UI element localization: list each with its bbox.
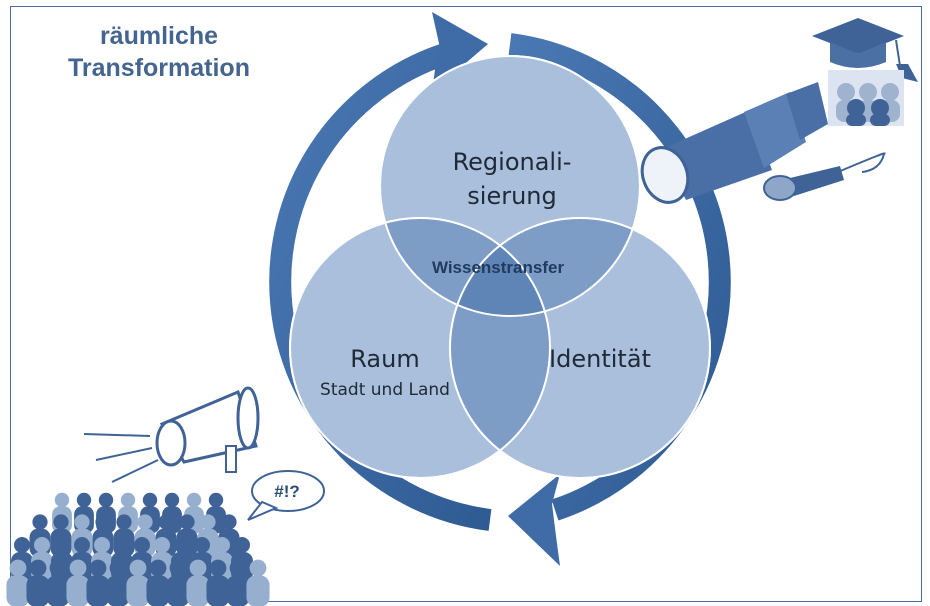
person-head [169,559,187,577]
person-body [186,575,210,606]
person-head [116,514,132,530]
person-head [137,514,153,530]
person-head [194,537,210,553]
label-raum: Raum [350,345,420,373]
person-body [246,575,270,606]
person-head [142,492,158,508]
person-head [120,492,136,508]
label-regionalisierung-line-2: sierung [467,182,557,210]
person-head [129,559,147,577]
diagram-title: räumliche Transformation [44,20,274,84]
telescope-icon [640,82,828,204]
audience-icon [828,70,904,126]
person-head [32,514,48,530]
label-regionalisierung-line-1: Regionali- [452,148,572,176]
person-head [98,492,114,508]
title-line-2: Transformation [68,54,250,82]
person-head [174,537,190,553]
person-body [126,575,150,606]
person-head [209,559,227,577]
person-body [146,575,170,606]
overlap-center [450,218,550,316]
person-head [154,537,170,553]
person-head [208,492,224,508]
label-identitaet: Identität [549,345,651,373]
person-head [186,492,202,508]
person-head [95,514,111,530]
person-body [206,575,230,606]
person-head [179,514,195,530]
person-body [66,575,90,606]
person-head [114,537,130,553]
person-body [166,575,190,606]
label-regionalisierung: Regionali- sierung [412,145,612,213]
person-head [94,537,110,553]
person-head [69,559,87,577]
person-head [229,559,247,577]
person-head [76,492,92,508]
person-head [74,514,90,530]
venn-diagram [289,55,711,479]
person-head [200,514,216,530]
person-head [49,559,67,577]
person-head [9,559,27,577]
person-head [34,537,50,553]
person-head [234,537,250,553]
person-body [86,575,110,606]
person-head [189,559,207,577]
person-head [29,559,47,577]
person-body [46,575,70,606]
person-head [134,537,150,553]
person-head [249,559,267,577]
megaphone-icon [83,386,260,483]
microphone-icon [763,152,886,201]
person-body [26,575,50,606]
speech-bubble-text: #!? [274,482,300,501]
person-head [158,514,174,530]
person-head [74,537,90,553]
person-head [221,514,237,530]
label-wissenstransfer: Wissenstransfer [431,258,565,277]
person-body [106,575,130,606]
person-head [214,537,230,553]
person-head [54,537,70,553]
person-body [226,575,250,606]
title-line-1: räumliche [99,22,219,50]
graduation-cap-icon [812,18,918,82]
person-head [14,537,30,553]
frame-border [10,6,922,602]
speech-bubble-icon [247,470,325,521]
crowd-icon [6,492,270,606]
label-stadt-und-land: Stadt und Land [320,380,450,400]
person-head [89,559,107,577]
person-body [6,575,30,606]
person-head [164,492,180,508]
person-head [109,559,127,577]
person-head [149,559,167,577]
person-head [54,492,70,508]
person-head [53,514,69,530]
